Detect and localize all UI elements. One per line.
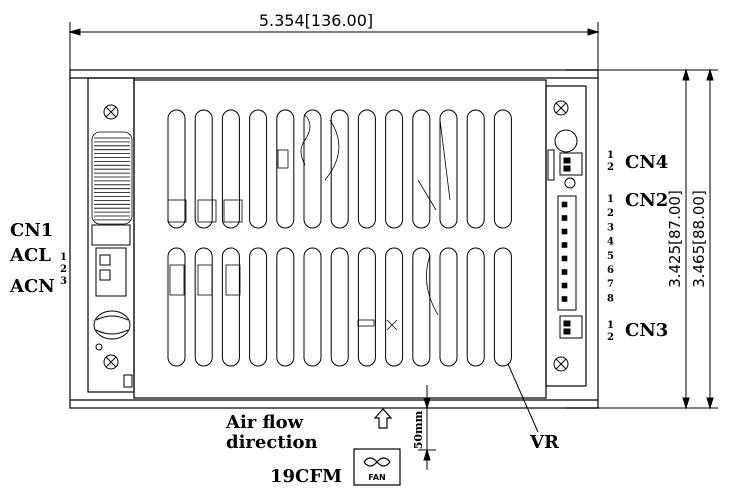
cn1-pin-1: 1 xyxy=(60,252,67,263)
vr-leader-line xyxy=(507,363,539,433)
height-inner-label: 3.425[87.00] xyxy=(666,190,684,288)
vent-slot xyxy=(276,247,295,367)
cn2-pin-number: 5 xyxy=(607,251,614,262)
chassis-outline xyxy=(69,69,599,409)
fan-icon: FAN xyxy=(353,448,401,486)
vent-slot xyxy=(221,109,240,229)
airflow-line2: direction xyxy=(226,432,318,453)
vent-slot xyxy=(194,109,213,229)
toroid-coil xyxy=(91,131,133,225)
cn3-pin-2: 2 xyxy=(607,332,614,343)
vent-slot xyxy=(167,109,186,229)
height-outer-label: 3.465[88.00] xyxy=(690,190,708,288)
vent-slot xyxy=(357,247,376,367)
output-board xyxy=(547,100,583,372)
cn4-label: CN4 xyxy=(625,152,668,173)
vent-slot xyxy=(303,109,322,229)
cn2-pin xyxy=(561,215,568,221)
cn2-pin xyxy=(561,201,568,208)
airflow-rate: 19CFM xyxy=(270,466,342,487)
vent-slot xyxy=(357,109,376,229)
cn1-label: CN1 xyxy=(10,220,53,241)
cn2-pin xyxy=(561,282,568,289)
airflow-arrow-icon xyxy=(373,408,393,429)
fan-clearance-dimension xyxy=(418,385,436,470)
vent-slot xyxy=(330,247,349,367)
vent-slot xyxy=(439,247,458,367)
cn2-header xyxy=(561,201,568,302)
cn3-pin-1: 1 xyxy=(607,320,614,331)
cn2-pin xyxy=(561,228,568,235)
vent-slot xyxy=(412,247,431,367)
vent-slot xyxy=(276,109,295,229)
width-dimension-label: 5.354[136.00] xyxy=(259,11,373,30)
vent-slot xyxy=(385,109,404,229)
width-dimension xyxy=(68,22,600,70)
vent-slot xyxy=(303,247,322,367)
vent-slot xyxy=(249,109,268,229)
cn2-pin xyxy=(561,296,568,302)
cn2-label: CN2 xyxy=(625,190,668,211)
vent-slot xyxy=(412,109,431,229)
cn2-pin-number: 8 xyxy=(607,293,614,304)
vent-slot xyxy=(439,109,458,229)
vent-slot xyxy=(249,247,268,367)
internal-components xyxy=(167,114,451,331)
top-cover xyxy=(133,79,547,399)
fan-clearance-label: 50mm xyxy=(412,410,425,449)
cn1-pin-2: 2 xyxy=(60,264,67,275)
cn1-acn-label: ACN xyxy=(9,276,55,297)
height-dimensions xyxy=(598,68,718,410)
vent-slot xyxy=(466,109,485,229)
cn3-label: CN3 xyxy=(625,320,668,341)
vent-slot xyxy=(221,247,240,367)
vent-slot xyxy=(167,247,186,367)
cn1-pin-3: 3 xyxy=(60,276,67,287)
vent-slot xyxy=(493,247,512,367)
vent-slot xyxy=(466,247,485,367)
vent-slot xyxy=(194,247,213,367)
cn2-pin-number: 4 xyxy=(607,237,614,248)
cn2-pin-numbers: 1 2 3 4 5 6 7 8 xyxy=(607,194,614,304)
cn2-pin-number: 1 xyxy=(607,194,614,205)
vent-slot xyxy=(493,109,512,229)
cn4-pin-2: 2 xyxy=(607,162,614,173)
cn1-acl-label: ACL xyxy=(9,245,51,266)
cn2-pin-number: 6 xyxy=(607,265,614,276)
cn2-pin xyxy=(561,255,568,262)
ventilation-slots xyxy=(167,109,512,367)
vent-slot xyxy=(330,109,349,229)
fan-icon-label: FAN xyxy=(368,473,385,482)
airflow-line1: Air flow xyxy=(225,412,304,433)
cn4-pin-1: 1 xyxy=(607,150,614,161)
input-board xyxy=(91,104,133,388)
cn2-pin-number: 2 xyxy=(607,208,614,219)
cn2-pin xyxy=(561,242,568,248)
cn2-pin-number: 3 xyxy=(607,222,614,233)
cn2-pin xyxy=(561,269,568,275)
vr-label: VR xyxy=(529,432,560,453)
vent-slot xyxy=(385,247,404,367)
cn2-pin-number: 7 xyxy=(607,279,614,290)
